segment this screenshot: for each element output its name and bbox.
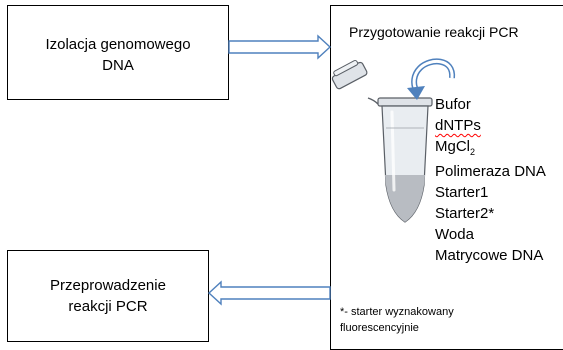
reagent-item: MgCl2	[435, 137, 546, 163]
diagram-graphics	[207, 34, 456, 306]
pcr-run-label-line1: Przeprowadzenie	[50, 277, 166, 294]
curved-arrow-icon	[407, 58, 456, 100]
arrow-isolation-to-prep	[228, 34, 332, 60]
reagent-mgcl-text: MgCl	[435, 137, 471, 155]
reagent-item: Polimeraza DNA	[435, 163, 546, 181]
isolation-label-line1: Izolacja genomowego	[45, 36, 191, 53]
footnote-line2: fluorescencyjnie	[340, 322, 419, 334]
eppendorf-tube-icon	[331, 59, 433, 223]
reagent-item: Starter1	[435, 184, 489, 202]
reagent-dntps-text: dNTPs	[435, 116, 481, 134]
isolation-box-label: Izolacja genomowego DNA	[8, 34, 228, 76]
reagent-item: Matrycowe DNA	[435, 246, 544, 264]
pcr-run-box: Przeprowadzenie reakcji PCR	[7, 250, 209, 342]
reagent-item: Starter2*	[435, 204, 495, 222]
reagent-mgcl-subscript: 2	[470, 146, 476, 157]
isolation-label-line2: DNA	[102, 57, 134, 74]
footnote-line1: *- starter wyznakowany	[340, 306, 454, 318]
reagent-item: dNTPs	[435, 116, 546, 137]
footnote: *- starter wyznakowany fluorescencyjnie	[340, 304, 454, 336]
isolation-box: Izolacja genomowego DNA	[7, 5, 229, 100]
pcr-preparation-title: Przygotowanie reakcji PCR	[349, 24, 519, 40]
reagent-item: Woda	[435, 225, 474, 243]
reagent-list: Bufor dNTPs MgCl2 Polimeraza DNA Starter…	[435, 95, 546, 266]
arrow-prep-to-run	[207, 280, 331, 306]
pcr-run-label-line2: reakcji PCR	[68, 298, 148, 315]
reagent-item: Bufor	[435, 96, 471, 113]
pcr-run-box-label: Przeprowadzenie reakcji PCR	[8, 275, 208, 317]
